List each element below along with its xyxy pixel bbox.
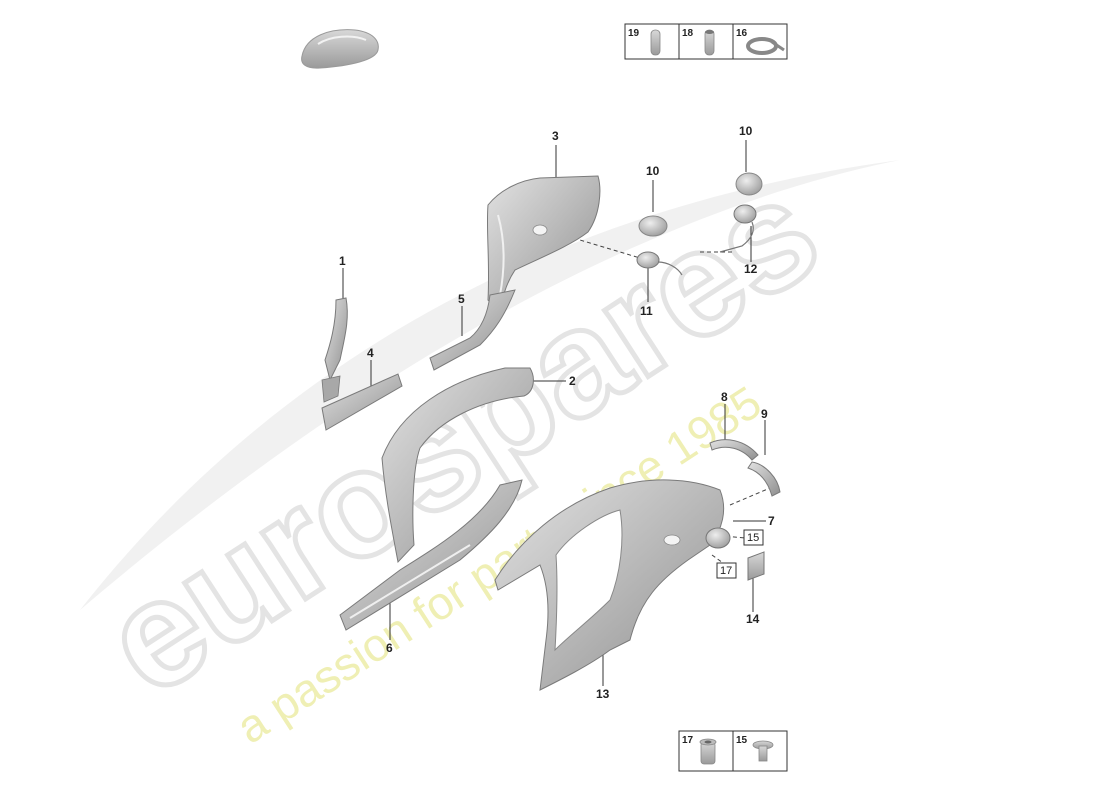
footer-cell-number: 17 (682, 735, 694, 746)
callout-2: 2 (569, 374, 576, 388)
boxed-callout-17: 17 (716, 562, 737, 579)
header-cell-number: 18 (682, 28, 694, 39)
callout-9: 9 (761, 407, 768, 421)
callout-8: 8 (721, 390, 728, 404)
part-9-wheel-arch-trim (747, 461, 781, 497)
callout-10-right: 10 (739, 124, 753, 138)
callout-14: 14 (746, 612, 760, 626)
car-thumbnail-icon (301, 29, 379, 69)
leader-lines (342, 140, 766, 686)
part-10-cap-left (638, 215, 668, 237)
part-10-cap-right (735, 172, 763, 196)
header-parts-table: 19 18 16 (624, 23, 788, 60)
callout-13: 13 (596, 687, 610, 701)
part-5-sill-inner (429, 289, 516, 371)
callout-11: 11 (640, 304, 653, 318)
part-3-quarter-panel-upper (486, 175, 601, 314)
part-11-filler-flap (636, 251, 683, 276)
header-cell-number: 19 (628, 28, 640, 39)
callout-labels: 1 2 3 4 5 6 7 8 9 10 10 11 12 13 14 (339, 124, 775, 701)
seal-tape-roll-icon (746, 37, 785, 55)
callout-5: 5 (458, 292, 465, 306)
callout-3: 3 (552, 129, 559, 143)
boxed-callout-15-label: 15 (747, 532, 759, 544)
part-4-sill-strip (321, 373, 403, 431)
callout-10-left: 10 (646, 164, 660, 178)
part-2-side-panel-inner (381, 367, 534, 564)
callout-12: 12 (744, 262, 758, 276)
boxed-callout-17-label: 17 (720, 565, 732, 577)
boxed-callout-15: 15 (743, 529, 764, 546)
part-6-sill-outer (339, 479, 523, 631)
grommet-plug-icon (704, 29, 715, 56)
grommet-plug-icon (650, 29, 661, 56)
part-8-wheel-arch-trim (709, 439, 759, 461)
footer-parts-table: 17 15 (678, 730, 788, 772)
callout-1: 1 (339, 254, 346, 268)
part-13-side-panel-outer (494, 479, 725, 691)
callout-7: 7 (768, 514, 775, 528)
rivet-icon (752, 740, 774, 762)
footer-cell-number: 15 (736, 735, 748, 746)
callout-4: 4 (367, 346, 374, 360)
part-12-filler-flap (719, 204, 757, 253)
part-7-fuel-filler-housing (705, 527, 731, 549)
part-14-plate (747, 551, 765, 581)
callout-6: 6 (386, 641, 393, 655)
header-cell-number: 16 (736, 28, 748, 39)
part-1-a-pillar-reinforcement (321, 297, 348, 403)
rivet-nut-icon (699, 738, 717, 765)
